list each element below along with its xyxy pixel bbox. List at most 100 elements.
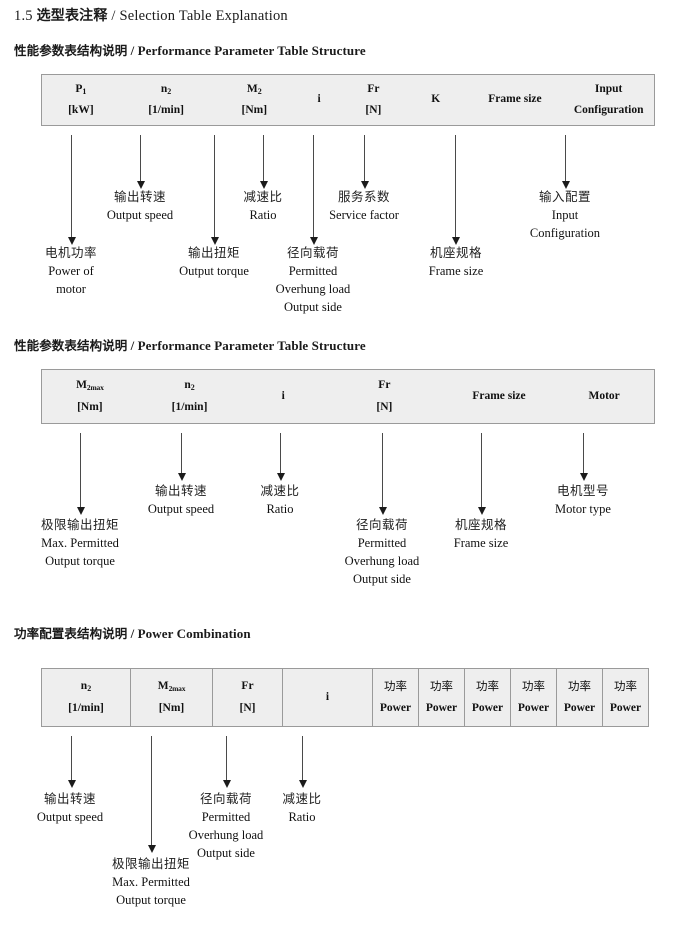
annotation-en-1: Service factor <box>329 208 399 223</box>
cell-symbol: Fr <box>367 82 380 95</box>
cell-symbol: Fr <box>378 379 391 392</box>
cell-unit: [kW] <box>68 104 94 116</box>
arrow-output-torque <box>210 135 219 245</box>
annotation-cn: 机座规格 <box>429 245 482 260</box>
table-header-cell-power-3: 功率 Power <box>464 669 510 726</box>
cell-symbol: Frame size <box>472 389 526 402</box>
arrow-output-speed <box>177 433 186 481</box>
arrow-motor-type <box>579 433 588 481</box>
annotation-en-1: Frame size <box>453 536 509 551</box>
cell-label-cn: 功率 <box>522 679 545 694</box>
cell-symbol: M2 <box>246 82 262 96</box>
cell-symbol: P1 <box>75 82 87 96</box>
annotation-cn: 输出扭矩 <box>187 245 240 260</box>
arrow-frame-size <box>451 135 460 245</box>
cell-subscript: 2 <box>257 86 262 96</box>
section-heading-sep: / <box>130 338 135 353</box>
cell-unit: [1/min] <box>171 400 208 413</box>
cell-symbol: n2 <box>80 680 92 694</box>
table-header-cell-p1: P1 [kW] <box>42 75 120 125</box>
power-combination-table: n2 [1/min] M2max [Nm] Fr [N] i 功率 Power … <box>41 668 649 727</box>
annotation-en-2: Configuration <box>529 226 601 241</box>
annotation-en-1: Permitted <box>357 536 407 551</box>
table-header-cell-fr: Fr [N] <box>325 370 444 423</box>
annotation-ratio: 减速比 Ratio <box>262 790 342 826</box>
table-header-cell-i: i <box>282 669 372 726</box>
annotation-en-1: Ratio <box>266 502 294 517</box>
page-title-number: 1.5 <box>14 8 33 24</box>
performance-parameter-table-2: M2max [Nm] n2 [1/min] i Fr [N] Frame siz… <box>41 369 655 424</box>
annotation-overhung-load: 径向载荷 Permitted Overhung load Output side <box>263 244 363 317</box>
table-header-cell-frame-size: Frame size <box>444 370 555 423</box>
section-heading-power-combination: 功率配置表结构说明 / Power Combination <box>14 623 251 642</box>
annotation-power-of-motor: 电机功率 Power of motor <box>21 244 121 298</box>
cell-subscript: 1 <box>82 86 87 96</box>
page-title: 1.5 选型表注释 / Selection Table Explanation <box>14 5 288 25</box>
annotation-en-1: Frame size <box>428 264 484 279</box>
section-heading-en: Power Combination <box>137 626 251 641</box>
table-header-cell-m2max: M2max [Nm] <box>130 669 212 726</box>
table-header-cell-frame-size: Frame size <box>467 75 564 125</box>
table-header-cell-power-1: 功率 Power <box>372 669 418 726</box>
cell-symbol: M2max <box>76 379 104 393</box>
table-header-cell-input-configuration: Input Configuration <box>563 75 654 125</box>
annotation-en-1: Motor type <box>555 502 611 517</box>
annotation-cn: 减速比 <box>260 483 300 498</box>
cell-unit: [1/min] <box>68 701 104 714</box>
arrow-max-output-torque <box>147 736 156 853</box>
annotation-en-1: Input <box>551 208 579 223</box>
cell-unit: Power <box>425 701 458 714</box>
arrow-ratio <box>259 135 268 189</box>
annotation-en-2: Overhung load <box>344 554 420 569</box>
annotation-service-factor: 服务系数 Service factor <box>314 188 414 224</box>
page-title-cn: 选型表注释 <box>36 8 108 24</box>
annotation-en-1: Power of <box>48 264 94 279</box>
cell-label-cn: 功率 <box>568 679 591 694</box>
annotation-cn: 极限输出扭矩 <box>40 517 119 532</box>
cell-symbol: Input <box>594 82 623 95</box>
annotation-cn: 输入配置 <box>538 189 591 204</box>
section-heading-performance-2: 性能参数表结构说明 / Performance Parameter Table … <box>14 335 366 354</box>
arrow-max-output-torque <box>76 433 85 515</box>
annotation-en-1: Max. Permitted <box>41 536 119 551</box>
annotation-en-2: Overhung load <box>275 282 351 297</box>
annotation-cn: 输出转速 <box>43 791 96 806</box>
annotation-en-1: Output torque <box>179 264 249 279</box>
table-header-cell-power-6: 功率 Power <box>602 669 648 726</box>
table-header-cell-fr: Fr [N] <box>212 669 282 726</box>
annotation-en-3: Output side <box>197 846 255 861</box>
cell-label-cn: 功率 <box>476 679 499 694</box>
annotation-cn: 服务系数 <box>337 189 390 204</box>
annotation-en-2: Overhung load <box>188 828 264 843</box>
annotation-max-output-torque: 极限输出扭矩 Max. Permitted Output torque <box>30 516 130 570</box>
cell-unit: [Nm] <box>241 104 268 116</box>
annotation-cn: 电机型号 <box>556 483 609 498</box>
annotation-overhung-load: 径向载荷 Permitted Overhung load Output side <box>332 516 432 589</box>
annotation-en-1: Max. Permitted <box>112 875 190 890</box>
cell-unit: Power <box>563 701 596 714</box>
annotation-ratio: 减速比 Ratio <box>223 188 303 224</box>
annotation-motor-type: 电机型号 Motor type <box>533 482 633 518</box>
annotation-en-1: Ratio <box>249 208 277 223</box>
table-header-cell-n2: n2 [1/min] <box>42 669 130 726</box>
section-heading-en: Performance Parameter Table Structure <box>137 338 366 353</box>
arrow-overhung-load <box>222 736 231 788</box>
annotation-cn: 径向载荷 <box>199 791 252 806</box>
annotation-en-3: Output side <box>353 572 411 587</box>
table-header-cell-power-5: 功率 Power <box>556 669 602 726</box>
cell-unit: Power <box>517 701 550 714</box>
annotation-output-torque: 输出扭矩 Output torque <box>164 244 264 280</box>
arrow-service-factor <box>360 135 369 189</box>
annotation-cn: 机座规格 <box>454 517 507 532</box>
cell-unit: [N] <box>376 400 393 413</box>
cell-unit: Power <box>609 701 642 714</box>
annotation-output-speed: 输出转速 Output speed <box>90 188 190 224</box>
cell-symbol: i <box>325 690 330 703</box>
arrow-power-of-motor <box>67 135 76 245</box>
table-header-cell-n2: n2 [1/min] <box>120 75 213 125</box>
annotation-cn: 径向载荷 <box>286 245 339 260</box>
table-header-cell-m2max: M2max [Nm] <box>42 370 138 423</box>
arrow-input-configuration <box>561 135 570 189</box>
arrow-overhung-load <box>309 135 318 245</box>
